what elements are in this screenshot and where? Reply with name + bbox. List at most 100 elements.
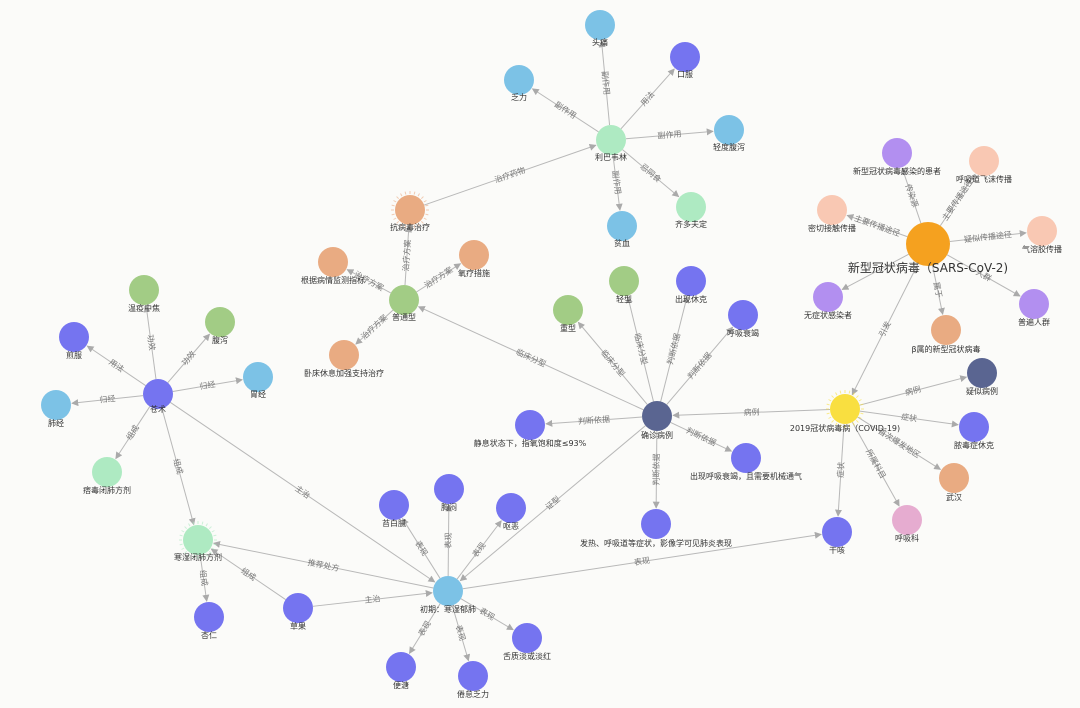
node-circle[interactable] <box>515 410 545 440</box>
node-circle[interactable] <box>129 275 159 305</box>
node-circle[interactable] <box>585 10 615 40</box>
node-circle[interactable] <box>670 42 700 72</box>
node-xiongmen[interactable]: 胸闷 <box>434 474 464 512</box>
node-circle[interactable] <box>969 146 999 176</box>
node-xingbi[interactable]: 杏仁 <box>194 602 224 640</box>
node-circle[interactable] <box>243 362 273 392</box>
node-circle[interactable] <box>1019 289 1049 319</box>
node-circle[interactable] <box>92 457 122 487</box>
node-circle[interactable] <box>194 602 224 632</box>
node-nongdu[interactable]: 脓毒症休克 <box>954 412 994 450</box>
node-yangliao[interactable]: 氧疗措施 <box>458 240 490 278</box>
node-ouyu[interactable]: 呕恶 <box>496 493 526 531</box>
node-genju[interactable]: 根据病情监测指标 <box>301 247 365 285</box>
node-wuzhengzhuang[interactable]: 无症状感染者 <box>804 282 852 320</box>
node-circle[interactable] <box>458 661 488 691</box>
node-circle[interactable] <box>386 652 416 682</box>
node-circle[interactable] <box>892 505 922 535</box>
node-circle[interactable] <box>318 247 348 277</box>
node-jianzhang[interactable]: 煎服 <box>59 322 89 360</box>
node-circle[interactable] <box>967 358 997 388</box>
node-qiduo[interactable]: 齐多夫定 <box>675 192 707 229</box>
node-biantang[interactable]: 便溏 <box>386 652 416 690</box>
node-chuxian_xiuke[interactable]: 出现休克 <box>675 266 707 304</box>
node-circle[interactable] <box>676 266 706 296</box>
node-qingxing[interactable]: 轻型 <box>609 266 639 304</box>
node-huxike[interactable]: 呼吸科 <box>892 505 922 543</box>
node-circle[interactable] <box>609 266 639 296</box>
node-circle[interactable] <box>906 222 950 266</box>
node-circle[interactable] <box>676 192 706 222</box>
node-circle[interactable] <box>389 285 419 315</box>
node-suspected[interactable]: 疑似病例 <box>966 358 998 396</box>
node-koufu[interactable]: 口服 <box>670 42 700 79</box>
node-circle[interactable] <box>205 307 235 337</box>
node-huxi_shuaijie[interactable]: 呼吸衰竭 <box>727 300 759 338</box>
node-pinxue[interactable]: 贫血 <box>607 211 637 248</box>
node-circle[interactable] <box>1027 216 1057 246</box>
node-circle[interactable] <box>512 623 542 653</box>
node-circle[interactable] <box>642 401 672 431</box>
node-circle[interactable] <box>504 65 534 95</box>
node-circle[interactable] <box>395 195 425 225</box>
node-tangyao[interactable]: 痞毒闭肺方剂 <box>83 457 131 495</box>
node-beta[interactable]: β属的新型冠状病毒 <box>911 315 981 354</box>
node-circle[interactable] <box>596 125 626 155</box>
node-circle[interactable] <box>959 412 989 442</box>
node-circle[interactable] <box>496 493 526 523</box>
node-circle[interactable] <box>939 463 969 493</box>
node-wuhan[interactable]: 武汉 <box>939 463 969 502</box>
node-piyan[interactable]: 肺经 <box>41 390 71 428</box>
node-circle[interactable] <box>143 379 173 409</box>
node-circle[interactable] <box>813 282 843 312</box>
node-circle[interactable] <box>822 517 852 547</box>
node-ordinary[interactable]: 普通型 <box>389 285 419 322</box>
node-circle[interactable] <box>329 340 359 370</box>
node-weijing[interactable]: 胃经 <box>243 362 273 399</box>
node-sars[interactable]: 新型冠状病毒（SARS-CoV-2) <box>848 222 1008 275</box>
node-zhongxing[interactable]: 重型 <box>553 295 583 333</box>
node-huxidao[interactable]: 呼吸道飞沫传播 <box>956 146 1012 184</box>
node-ganke[interactable]: 干咳 <box>822 517 852 555</box>
node-circle[interactable] <box>379 490 409 520</box>
node-circle[interactable] <box>817 195 847 225</box>
node-circle[interactable] <box>183 525 213 555</box>
node-circle[interactable] <box>641 509 671 539</box>
node-miqie[interactable]: 密切接触传播 <box>808 195 856 233</box>
node-fali[interactable]: 乏力 <box>504 65 534 102</box>
node-circle[interactable] <box>728 300 758 330</box>
node-circle[interactable] <box>433 576 463 606</box>
node-lpv[interactable]: 利巴韦林 <box>595 125 627 162</box>
node-circle[interactable] <box>931 315 961 345</box>
node-circle[interactable] <box>283 593 313 623</box>
node-hanshi_fang[interactable]: 寒湿闭肺方剂 <box>174 521 222 562</box>
node-circle[interactable] <box>41 390 71 420</box>
node-jixie[interactable]: 出现呼吸衰竭，且需要机械通气 <box>690 443 802 481</box>
node-circle[interactable] <box>731 443 761 473</box>
node-antiviral[interactable]: 抗病毒治疗 <box>390 191 430 232</box>
node-early[interactable]: 初期：寒湿郁肺 <box>420 576 476 614</box>
node-mi_jie[interactable]: 新型冠状病毒感染的患者 <box>853 138 941 176</box>
node-cangzhu[interactable]: 苍术 <box>143 379 173 414</box>
node-putong_renqun[interactable]: 普遍人群 <box>1018 289 1050 327</box>
node-shedan[interactable]: 舌质淡或淡红 <box>503 623 551 661</box>
node-toutong[interactable]: 头痛 <box>585 10 615 47</box>
node-woshang[interactable]: 卧床休息加强支持治疗 <box>304 340 384 378</box>
node-circle[interactable] <box>882 138 912 168</box>
node-circle[interactable] <box>59 322 89 352</box>
node-wenyi[interactable]: 温疫中焦 <box>128 275 160 313</box>
node-juanfa[interactable]: 倦怠乏力 <box>457 661 489 699</box>
node-shebai[interactable]: 苔白腻 <box>379 490 409 528</box>
node-circle[interactable] <box>607 211 637 241</box>
node-fare[interactable]: 发热、呼吸道等症状，影像学可见肺炎表现 <box>580 509 732 548</box>
node-covid[interactable]: 2019冠状病毒病（COVID-19) <box>790 390 900 433</box>
node-fuxie[interactable]: 腹泻 <box>205 307 235 345</box>
node-circle[interactable] <box>830 394 860 424</box>
node-circle[interactable] <box>434 474 464 504</box>
node-qingdu_fuxie[interactable]: 轻度腹泻 <box>713 115 745 152</box>
node-circle[interactable] <box>714 115 744 145</box>
node-jingxi[interactable]: 静息状态下，指氧饱和度≤93% <box>474 410 587 448</box>
node-circle[interactable] <box>459 240 489 270</box>
node-caoguo[interactable]: 草果 <box>283 593 313 631</box>
node-circle[interactable] <box>553 295 583 325</box>
